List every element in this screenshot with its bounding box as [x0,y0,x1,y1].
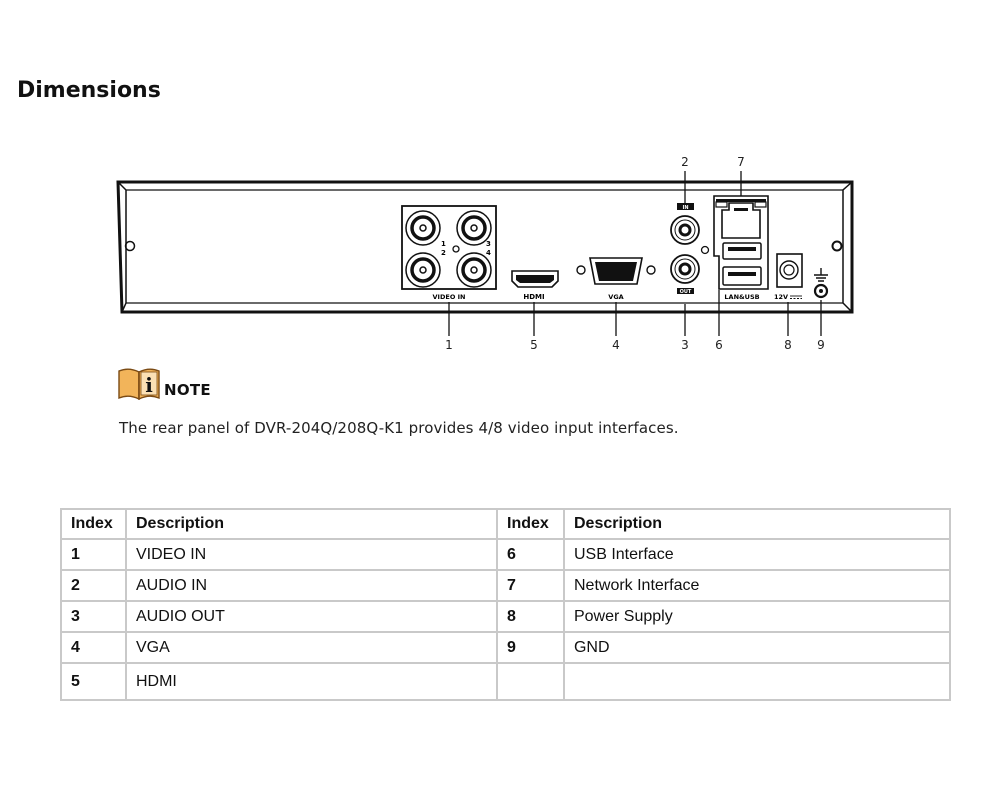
vga-port-icon: VGA [576,257,656,301]
interface-index-table: Index Description Index Description 1 VI… [60,508,952,701]
rj45-port-icon [715,199,767,239]
description-cell: AUDIO IN [124,569,499,602]
index-cell: 5 [60,662,127,701]
callout-number: 9 [817,338,825,352]
callout-lines [448,171,822,336]
ground-icon [813,268,829,299]
callout-number: 5 [530,338,538,352]
description-cell: AUDIO OUT [124,600,499,633]
description-cell: USB Interface [562,538,952,571]
channel-label: 2 [441,249,446,257]
callout-number: 6 [715,338,723,352]
index-cell: 7 [496,569,565,602]
video-in-group: 1 2 3 4 VIDEO IN [401,205,497,301]
vga-label: VGA [608,293,623,301]
note-text: The rear panel of DVR-204Q/208Q-K1 provi… [119,419,679,437]
channel-label: 1 [441,240,446,248]
audio-in-label: IN [682,205,688,211]
note-title: NOTE [164,381,211,399]
screw-icon [124,240,843,252]
callout-number: 8 [784,338,792,352]
table-row: 1 VIDEO IN 6 USB Interface [60,538,952,571]
description-cell: HDMI [124,662,499,701]
lan-usb-label: LAN&USB [724,293,759,301]
column-header: Description [562,508,952,540]
channel-label: 3 [486,240,491,248]
index-cell: 1 [60,538,127,571]
description-cell: GND [562,631,952,664]
bnc-connector-icon [405,210,492,288]
table-row: 4 VGA 9 GND [60,631,952,664]
usb-port-icon [722,242,762,286]
description-cell [562,662,952,701]
description-cell: VGA [124,631,499,664]
index-cell: 4 [60,631,127,664]
audio-out-label: OUT [680,289,692,295]
column-header: Index [496,508,565,540]
callout-number: 4 [612,338,620,352]
callout-number: 3 [681,338,689,352]
video-in-label: VIDEO IN [433,293,466,301]
callout-number: 1 [445,338,453,352]
table-row: 5 HDMI [60,662,952,701]
page-heading: Dimensions [17,78,161,103]
note-info-icon: i [118,368,160,400]
channel-label: 4 [486,249,491,257]
description-cell: Network Interface [562,569,952,602]
dc-jack-icon: 12V [774,253,803,301]
index-cell: 6 [496,538,565,571]
hdmi-label: HDMI [523,293,544,301]
hdmi-port-icon: HDMI [511,270,559,301]
lan-usb-group: LAN&USB [713,195,769,301]
index-cell: 2 [60,569,127,602]
audio-group: IN OUT [670,203,710,295]
chassis [116,180,854,314]
table-row: 3 AUDIO OUT 8 Power Supply [60,600,952,633]
callout-numbers: 1 5 4 3 6 8 9 2 7 [445,155,825,352]
power-label: 12V [774,293,788,301]
rca-jack-icon [670,215,710,284]
svg-text:i: i [145,373,153,397]
description-cell: VIDEO IN [124,538,499,571]
callout-number: 2 [681,155,689,169]
index-cell [496,662,565,701]
column-header: Description [124,508,499,540]
callout-number: 7 [737,155,745,169]
index-cell: 9 [496,631,565,664]
description-cell: Power Supply [562,600,952,633]
rear-panel-diagram: 1 2 3 4 VIDEO IN HDMI VGA IN OUT [116,155,854,352]
column-header: Index [60,508,127,540]
table-header-row: Index Description Index Description [60,508,952,540]
index-cell: 3 [60,600,127,633]
table-row: 2 AUDIO IN 7 Network Interface [60,569,952,602]
index-cell: 8 [496,600,565,633]
